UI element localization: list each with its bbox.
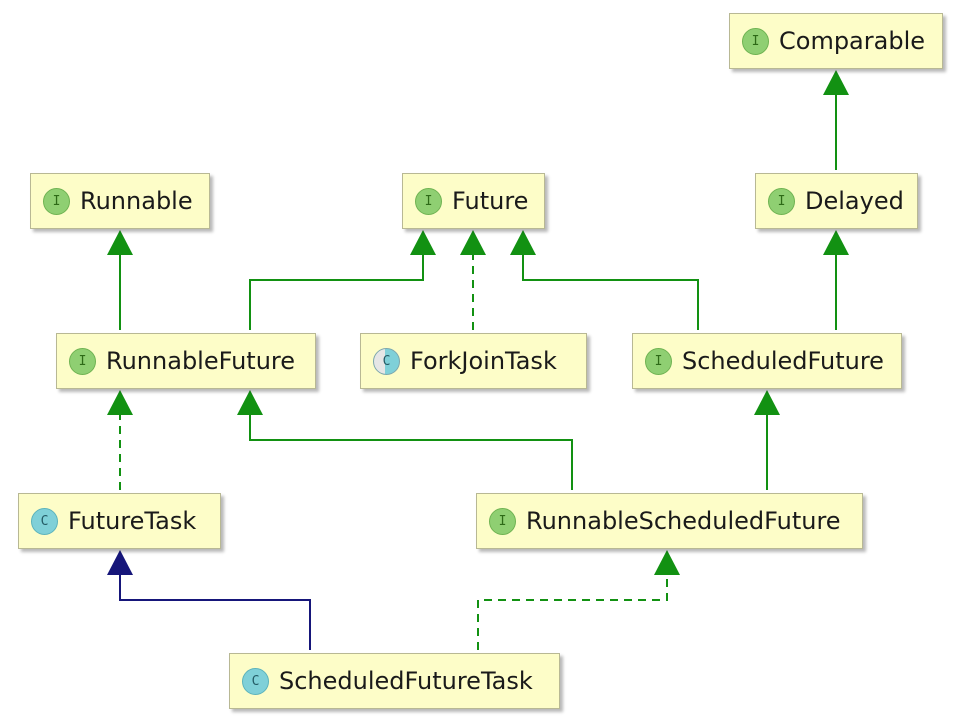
edge-runnablefuture-to-future (249, 230, 436, 330)
interface-icon: I (742, 27, 769, 55)
edge-delayed-to-comparable (823, 70, 849, 170)
edge-forkjointask-to-future (460, 230, 486, 330)
node-delayed[interactable]: I Delayed (755, 173, 918, 229)
node-label: RunnableScheduledFuture (526, 507, 841, 535)
node-scheduledfuturetask[interactable]: C ScheduledFutureTask (229, 653, 560, 709)
node-label: RunnableFuture (106, 347, 296, 375)
node-runnablescheduledfuture[interactable]: I RunnableScheduledFuture (476, 493, 863, 549)
edge-scheduledfuture-to-delayed (823, 230, 849, 330)
node-futuretask[interactable]: C FutureTask (18, 493, 221, 549)
interface-icon: I (43, 187, 70, 215)
node-label: FutureTask (68, 507, 197, 535)
node-label: ScheduledFutureTask (279, 667, 533, 695)
node-label: Runnable (80, 187, 193, 215)
node-label: ScheduledFuture (682, 347, 884, 375)
node-runnablefuture[interactable]: I RunnableFuture (56, 333, 316, 389)
edge-futuretask-to-runnablefuture (107, 390, 133, 490)
node-future[interactable]: I Future (402, 173, 545, 229)
edge-scheduledfuture-to-future (510, 230, 699, 330)
interface-icon: I (489, 507, 516, 535)
node-label: ForkJoinTask (410, 347, 557, 375)
edge-scheduledfuturetask-to-runnablescheduledfuture (477, 550, 680, 650)
class-icon: C (31, 507, 58, 535)
edge-scheduledfuturetask-to-futuretask (107, 550, 311, 650)
edge-runnablescheduledfuture-to-scheduledfuture (754, 390, 780, 490)
node-label: Future (452, 187, 529, 215)
interface-icon: I (69, 347, 96, 375)
abstract-class-icon: C (373, 347, 400, 375)
interface-icon: I (415, 187, 442, 215)
interface-icon: I (645, 347, 672, 375)
edge-runnablescheduledfuture-to-runnablefuture (237, 390, 573, 490)
node-label: Delayed (805, 187, 904, 215)
interface-icon: I (768, 187, 795, 215)
node-runnable[interactable]: I Runnable (30, 173, 210, 229)
class-icon: C (242, 667, 269, 695)
node-scheduledfuture[interactable]: I ScheduledFuture (632, 333, 902, 389)
node-label: Comparable (779, 27, 926, 55)
edge-runnablefuture-to-runnable (107, 230, 133, 330)
node-comparable[interactable]: I Comparable (729, 13, 943, 69)
node-forkjointask[interactable]: C ForkJoinTask (360, 333, 587, 389)
